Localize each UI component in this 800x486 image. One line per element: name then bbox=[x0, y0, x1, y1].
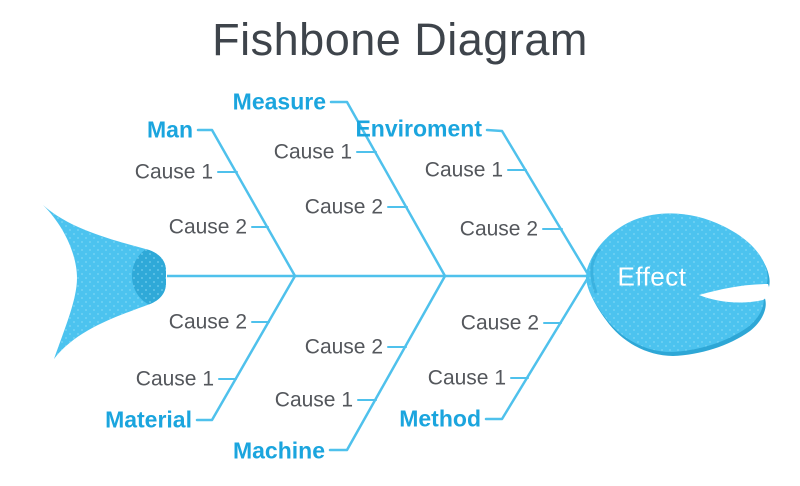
cause-label-man-1: Cause 1 bbox=[134, 160, 213, 184]
cause-label-material-1: Cause 1 bbox=[135, 367, 214, 391]
fish-tail bbox=[43, 205, 166, 359]
cause-label-man-2: Cause 2 bbox=[168, 215, 247, 239]
category-label-measure: Measure bbox=[232, 88, 326, 115]
category-label-machine: Machine bbox=[232, 437, 325, 464]
category-label-method: Method bbox=[399, 405, 481, 432]
category-label-enviroment: Enviroment bbox=[355, 115, 482, 142]
cause-label-machine-2: Cause 2 bbox=[304, 335, 383, 359]
cause-label-enviroment-2: Cause 2 bbox=[459, 217, 538, 241]
mouth-notch bbox=[699, 284, 770, 303]
effect-label: Effect bbox=[617, 261, 687, 292]
cause-label-measure-2: Cause 2 bbox=[304, 195, 383, 219]
cause-label-enviroment-1: Cause 1 bbox=[424, 158, 503, 182]
head-gill-crescent bbox=[590, 247, 602, 294]
fish-head bbox=[585, 213, 770, 356]
cause-label-measure-1: Cause 1 bbox=[273, 140, 352, 164]
page-title: Fishbone Diagram bbox=[212, 14, 588, 65]
cause-label-machine-1: Cause 1 bbox=[274, 388, 353, 412]
branch-line-method bbox=[484, 274, 591, 421]
cause-label-material-2: Cause 2 bbox=[168, 310, 247, 334]
cause-label-method-2: Cause 2 bbox=[460, 311, 539, 335]
branch-line-enviroment bbox=[485, 128, 591, 278]
branch-line-machine bbox=[328, 274, 447, 452]
branch-line-material bbox=[195, 274, 297, 422]
category-label-material: Material bbox=[105, 406, 192, 433]
cause-label-method-1: Cause 1 bbox=[427, 366, 506, 390]
category-label-man: Man bbox=[147, 116, 193, 143]
branch-line-measure bbox=[329, 100, 447, 278]
